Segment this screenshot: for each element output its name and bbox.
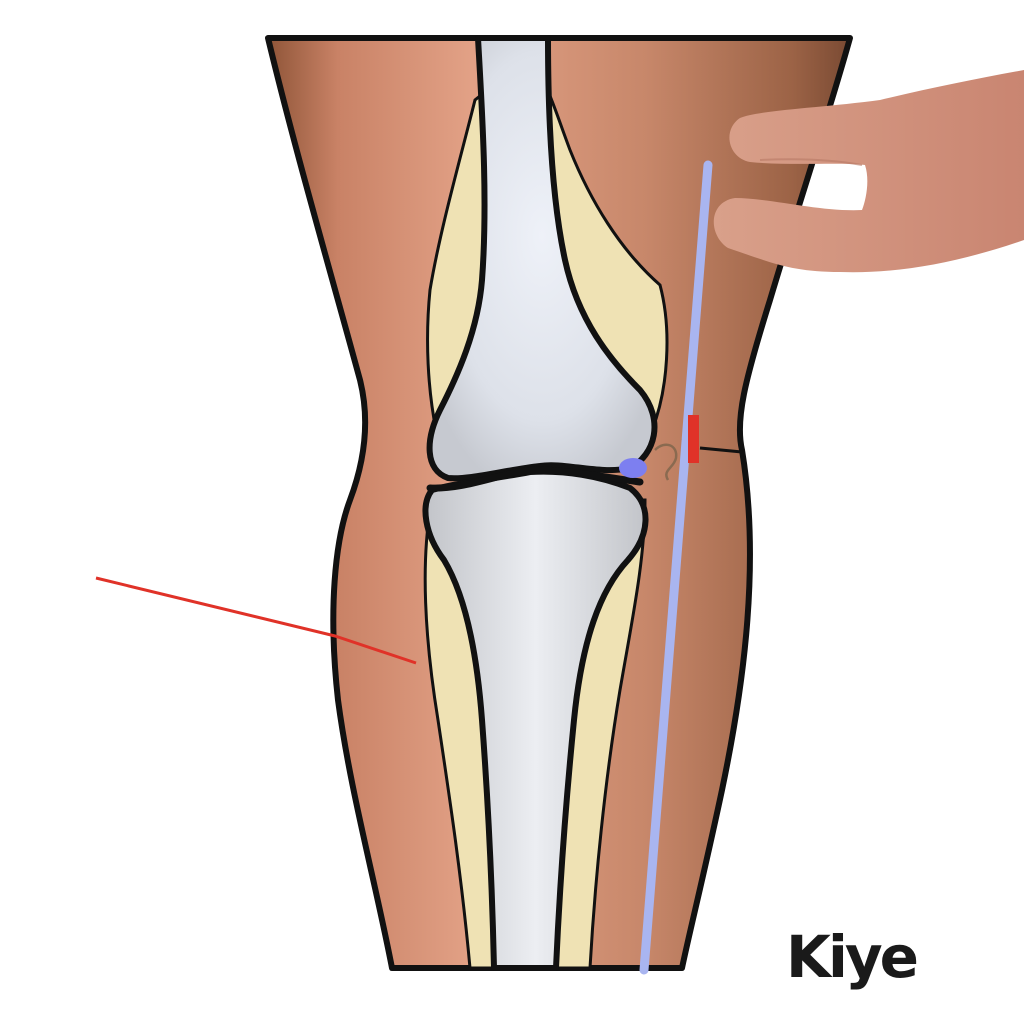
tibia-bone xyxy=(422,466,649,971)
measure-bar xyxy=(639,160,743,975)
femur-shaft xyxy=(426,35,658,482)
measure-marker-red xyxy=(688,415,699,463)
hand-palm xyxy=(713,70,1024,273)
corner-label: Kiye xyxy=(786,923,919,991)
annotation-red-line xyxy=(95,576,417,665)
knee-crease xyxy=(699,446,743,454)
measure-bar-line xyxy=(639,160,713,975)
femur-bone xyxy=(426,35,658,482)
joint-line xyxy=(426,466,644,492)
annotation-pointer xyxy=(95,576,417,665)
ligament-squiggle xyxy=(654,443,678,481)
finger-crease xyxy=(759,158,863,166)
pointing-hand xyxy=(713,70,1024,273)
meniscus-mark xyxy=(619,458,647,478)
